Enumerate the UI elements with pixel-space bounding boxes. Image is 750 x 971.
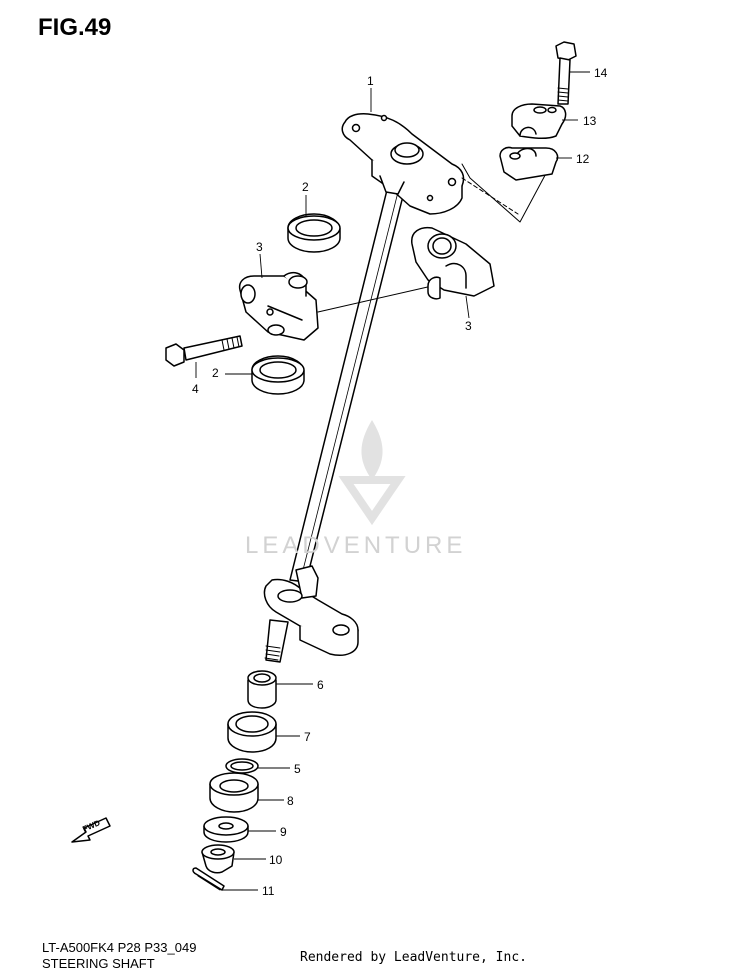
- render-credit: Rendered by LeadVenture, Inc.: [300, 950, 527, 965]
- callout-2-lower: 2: [212, 366, 219, 380]
- callout-leader-lines: [195, 71, 590, 891]
- part-4-bolt: [165, 335, 243, 367]
- callout-10: 10: [269, 853, 283, 867]
- diagram-name: STEERING SHAFT: [42, 956, 155, 971]
- part-8-bearing: [209, 772, 259, 813]
- callout-4: 4: [192, 382, 199, 396]
- callout-14: 14: [594, 66, 608, 80]
- part-7-oil-seal: [227, 711, 277, 753]
- part-5-circlip: [225, 758, 259, 774]
- part-9-washer: [203, 816, 249, 843]
- part-11-cotter-pin: [192, 867, 225, 891]
- part-10-castle-nut: [201, 844, 235, 874]
- assembly-leader-lines: [317, 163, 551, 313]
- fwd-arrow-icon: [71, 817, 111, 843]
- part-12-handlebar-holder-lower: [499, 146, 559, 181]
- watermark-text: LEADVENTURE: [245, 532, 467, 559]
- part-3-shaft-holder-right: [411, 226, 495, 300]
- callout-1: 1: [367, 74, 374, 88]
- part-3-shaft-holder-left: [238, 271, 319, 341]
- part-2-bushing-lower: [251, 355, 305, 395]
- callout-3-left: 3: [256, 240, 263, 254]
- part-14-bolt: [555, 41, 577, 105]
- figure-title: FIG.49: [38, 14, 112, 41]
- callout-11: 11: [262, 884, 275, 898]
- callout-7: 7: [304, 730, 311, 744]
- callout-9: 9: [280, 825, 287, 839]
- model-code: LT-A500FK4 P28 P33_049: [42, 940, 197, 955]
- callout-6: 6: [317, 678, 324, 692]
- part-1-steering-shaft: [263, 113, 465, 663]
- callout-5: 5: [294, 762, 301, 776]
- part-6-bushing: [247, 670, 277, 709]
- callout-3-right: 3: [465, 319, 472, 333]
- watermark-logo-icon: [338, 420, 406, 526]
- callout-2-upper: 2: [302, 180, 309, 194]
- callout-13: 13: [583, 114, 597, 128]
- callout-8: 8: [287, 794, 294, 808]
- callout-12: 12: [576, 152, 590, 166]
- part-13-handlebar-holder-upper: [511, 103, 567, 140]
- part-2-bushing-upper: [287, 213, 341, 253]
